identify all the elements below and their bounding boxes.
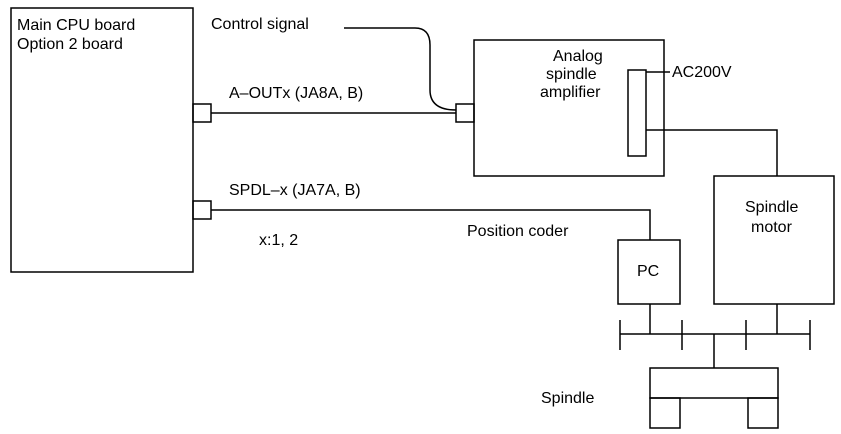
amplifier-terminal-block [627, 69, 647, 157]
motor-power-cable [646, 129, 778, 176]
option-board-label: Option 2 board [17, 36, 123, 53]
spindle-right-foot [747, 397, 779, 429]
amplifier-label-line2: spindle [546, 66, 597, 83]
spindle-motor-box [713, 175, 835, 305]
amplifier-input-connector [455, 103, 475, 123]
spindle-body [649, 367, 779, 399]
a-out-label: A–OUTx (JA8A, B) [229, 85, 364, 102]
spindle-left-foot [649, 397, 681, 429]
spdl-cable [211, 209, 651, 240]
control-signal-wire [344, 27, 457, 111]
spdl-label: SPDL–x (JA7A, B) [229, 182, 361, 199]
spindle-motor-label-line2: motor [751, 219, 792, 236]
amplifier-label-line3: amplifier [540, 84, 601, 101]
spindle-motor-label-line1: Spindle [745, 199, 799, 216]
position-coder-label: Position coder [467, 223, 569, 240]
main-cpu-board-box [10, 7, 194, 273]
ja8-connector [192, 103, 212, 123]
x-note-label: x:1, 2 [259, 232, 299, 249]
amplifier-label-line1: Analog [553, 48, 603, 65]
control-signal-label: Control signal [211, 16, 309, 33]
ac-power-label: AC200V [672, 64, 732, 81]
pc-label: PC [637, 263, 660, 280]
position-coder-box [617, 239, 681, 305]
main-cpu-board-label: Main CPU board [17, 17, 136, 34]
ja7-connector [192, 200, 212, 220]
spindle-label: Spindle [541, 390, 595, 407]
